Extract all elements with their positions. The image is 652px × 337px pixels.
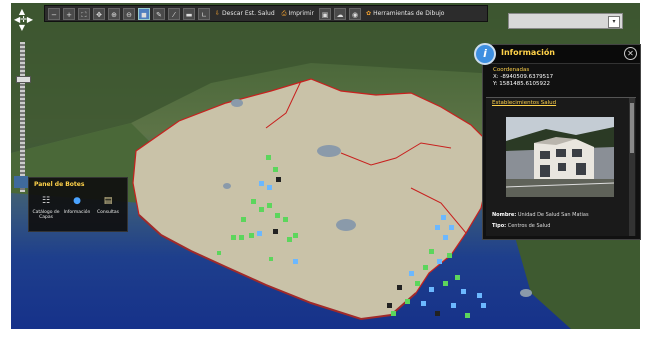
measure-angle-icon[interactable]: ∟ xyxy=(198,7,210,20)
measure-area-icon[interactable]: ▬ xyxy=(183,7,195,20)
nombre-row: Nombre: Unidad De Salud San Matias xyxy=(492,212,589,218)
pan-icon[interactable]: ✥ xyxy=(93,7,105,20)
herramientas-dibujo-button[interactable]: ✿Herramientas de Dibujo xyxy=(366,9,445,17)
coordinates-label: Coordenadas xyxy=(493,67,530,73)
consultas-button[interactable]: ▤ Consultas xyxy=(93,196,123,215)
tipo-label: Tipo: xyxy=(492,223,507,229)
map-toolbar: − + ⛶ ✥ ⊕ ⊖ ◼ ✎ ⁄ ▬ ∟ ⇩Descar Est. Salud… xyxy=(44,5,488,22)
identify-icon[interactable]: ✎ xyxy=(153,7,165,20)
download-icon: ⇩ xyxy=(215,9,221,17)
zoom-in-icon[interactable]: + xyxy=(63,7,75,20)
select-icon[interactable]: ◼ xyxy=(138,7,150,20)
nombre-value: Unidad De Salud San Matias xyxy=(517,212,589,218)
info-icon: i xyxy=(474,43,496,65)
chevron-down-icon[interactable]: ▾ xyxy=(608,16,620,28)
coordinates-block: Coordenadas X: -8940509.6379517 Y: 15814… xyxy=(493,67,553,88)
basemap-selector[interactable]: ▾ xyxy=(508,13,623,29)
coordinate-x: X: -8940509.6379517 xyxy=(493,74,554,80)
zoom-scale-bar[interactable] xyxy=(20,42,25,192)
zoom-box-out-icon[interactable]: ⊖ xyxy=(123,7,135,20)
zoom-slider[interactable]: ▲◀✛▶▼ xyxy=(14,7,34,208)
info-window-title: Información xyxy=(501,48,556,57)
zoom-out-icon[interactable]: − xyxy=(48,7,60,20)
tools-panel-title: Panel de Botes xyxy=(34,181,85,188)
coordinate-y: Y: 1581485.6105922 xyxy=(493,81,550,87)
catalogo-capas-button[interactable]: ☷ Catálogo de Capas xyxy=(32,196,60,220)
globe-icon[interactable]: ◉ xyxy=(349,7,362,20)
full-extent-icon[interactable]: ⛶ xyxy=(78,7,90,20)
close-icon[interactable]: ✕ xyxy=(624,47,637,60)
informacion-button[interactable]: ● Información xyxy=(63,196,91,215)
tools-panel: Panel de Botes ☷ Catálogo de Capas ● Inf… xyxy=(14,176,128,232)
pan-arrows-icon[interactable]: ▲◀✛▶▼ xyxy=(14,7,34,32)
export-icon[interactable]: ▣ xyxy=(319,7,332,20)
layer-link[interactable]: Establecimientos Salud xyxy=(492,100,557,106)
nombre-label: Nombre: xyxy=(492,212,517,218)
facility-markers[interactable] xyxy=(217,155,486,318)
scroll-thumb[interactable] xyxy=(630,103,634,153)
tipo-row: Tipo: Centros de Salud xyxy=(492,223,550,229)
tipo-value: Centros de Salud xyxy=(507,223,551,229)
panel-tab[interactable] xyxy=(14,176,28,188)
zoom-knob[interactable] xyxy=(16,76,31,83)
info-window-header: i Información ✕ xyxy=(474,43,640,65)
layers-list-icon: ☷ xyxy=(41,196,51,206)
info-window: i Información ✕ Coordenadas X: -8940509.… xyxy=(474,43,641,240)
cloud-icon[interactable]: ☁ xyxy=(334,7,347,20)
imprimir-button[interactable]: ⎙Imprimir xyxy=(281,9,315,17)
descargar-button[interactable]: ⇩Descar Est. Salud xyxy=(215,9,275,17)
info-circle-icon: ● xyxy=(73,196,81,206)
zoom-box-in-icon[interactable]: ⊕ xyxy=(108,7,120,20)
measure-line-icon[interactable]: ⁄ xyxy=(168,7,180,20)
panel-scrollbar[interactable] xyxy=(629,98,635,236)
printer-icon: ⎙ xyxy=(281,9,287,17)
facility-photo xyxy=(506,117,614,197)
draw-tools-icon: ✿ xyxy=(366,9,372,17)
query-document-icon: ▤ xyxy=(103,196,113,206)
feature-details-panel: Establecimientos Salud Nombre: Unidad De… xyxy=(486,97,636,236)
